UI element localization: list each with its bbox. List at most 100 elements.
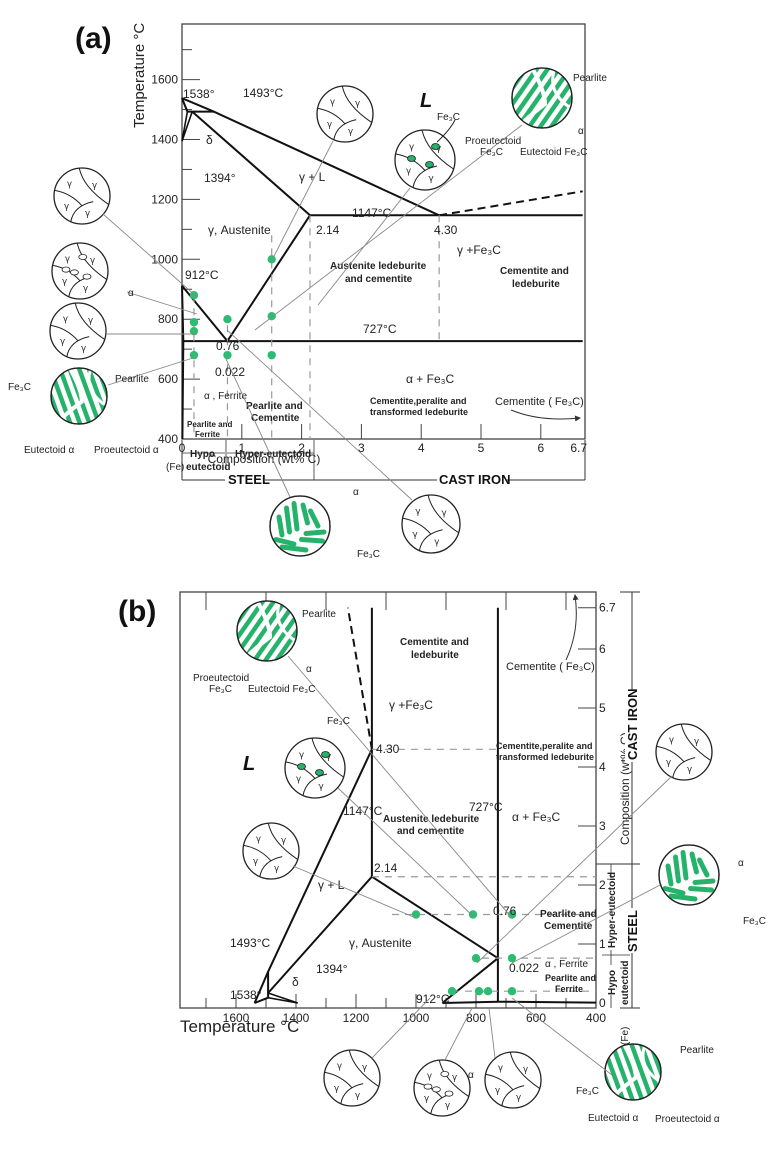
y-tick-label: 6 bbox=[599, 642, 606, 656]
sample-point bbox=[189, 291, 199, 300]
delta-boundary bbox=[181, 97, 193, 142]
fe3c-particle bbox=[315, 769, 324, 776]
b-label-cast-iron: CAST IRON bbox=[625, 689, 640, 761]
sample-point bbox=[189, 317, 199, 327]
fe3c-particle bbox=[425, 161, 434, 168]
label-proeutectoid-fe3c-b: Proeutectoid bbox=[193, 673, 249, 684]
leader-line bbox=[225, 358, 291, 498]
x-tick-label: 6 bbox=[537, 441, 544, 455]
grain-boundary bbox=[341, 85, 372, 123]
grain-circle bbox=[51, 242, 109, 300]
sample-point bbox=[189, 326, 199, 336]
cementite-liquidus-line bbox=[438, 190, 583, 217]
label-steel: STEEL bbox=[228, 472, 270, 487]
cementite-plate bbox=[662, 886, 686, 896]
label-912: 912°C bbox=[185, 268, 219, 282]
y-tick-label: 1000 bbox=[151, 252, 178, 266]
delta-boundary bbox=[254, 992, 299, 1004]
gamma-label: γ bbox=[81, 344, 87, 354]
label-pearlite-cementite-2: Cementite bbox=[251, 413, 300, 424]
gamma-label: γ bbox=[452, 1073, 458, 1083]
gamma-label: γ bbox=[445, 1101, 451, 1111]
grain-boundary bbox=[348, 1049, 379, 1087]
alpha-nucleus bbox=[82, 273, 92, 280]
grain-boundary bbox=[680, 723, 711, 761]
x-tick-label: 3 bbox=[358, 441, 365, 455]
grain-boundary bbox=[76, 242, 107, 280]
gamma-label: γ bbox=[441, 508, 447, 518]
grain-boundary bbox=[522, 68, 548, 123]
grain-boundary bbox=[267, 822, 298, 860]
label-alpha-a-left: α bbox=[128, 288, 134, 299]
alpha-solvus bbox=[181, 285, 185, 440]
panel-a-label: (a) bbox=[75, 22, 112, 55]
label-1147: 1147°C bbox=[352, 206, 392, 220]
label-pearlite-ferrite-2: Ferrite bbox=[195, 430, 220, 439]
b-label-pf-1: Pearlite and bbox=[545, 973, 596, 983]
x-tick-label: 6.7 bbox=[570, 441, 587, 455]
gamma-label: γ bbox=[498, 1063, 504, 1073]
micrograph-outline bbox=[236, 600, 298, 662]
gamma-label: γ bbox=[88, 316, 94, 326]
label-pearlite-a-top: Pearlite bbox=[573, 73, 607, 84]
label-liquid: L bbox=[420, 90, 432, 112]
label-1538: 1538° bbox=[183, 87, 215, 101]
gamma-label: γ bbox=[434, 537, 440, 547]
label-0-022: 0.022 bbox=[215, 365, 245, 379]
b-label-hypo: Hypo bbox=[607, 970, 618, 995]
cementite-plate bbox=[284, 505, 292, 535]
sample-point bbox=[507, 953, 517, 963]
gamma-label: γ bbox=[406, 167, 412, 177]
label-proeutectoid-fe3c-a2: Fe₃C bbox=[480, 147, 503, 158]
cementite-plate bbox=[665, 863, 674, 887]
y-tick-label: 800 bbox=[158, 312, 178, 326]
grain-boundary bbox=[427, 494, 459, 534]
y-tick-label: 400 bbox=[158, 432, 178, 446]
alpha-nucleus bbox=[78, 253, 88, 260]
micrograph-outline bbox=[269, 495, 331, 557]
grain-boundary bbox=[402, 517, 432, 535]
sample-point bbox=[507, 910, 517, 919]
grain-boundary bbox=[50, 324, 79, 342]
b-label-pc-2: Cementite bbox=[544, 921, 593, 932]
b-label-eutectoid: eutectoid bbox=[620, 961, 631, 1005]
leader-line bbox=[337, 787, 476, 919]
grain-circle bbox=[316, 85, 374, 143]
b-label-liquid: L bbox=[243, 753, 255, 775]
cementite-plate bbox=[273, 537, 297, 547]
label-pearlite-a-left: Pearlite bbox=[115, 374, 149, 385]
y-tick-label: 600 bbox=[158, 372, 178, 386]
label-delta: δ bbox=[206, 133, 213, 147]
alpha-nucleus bbox=[70, 269, 79, 276]
gamma-label: γ bbox=[256, 834, 262, 844]
leader-line bbox=[126, 291, 198, 315]
label-austenite-ledeburite-1: Austenite ledeburite bbox=[330, 261, 427, 272]
grain-boundary bbox=[509, 1051, 540, 1089]
grain-boundary bbox=[60, 368, 84, 420]
fe3c-particle bbox=[297, 763, 306, 770]
label-fe3c-grain: Fe₃C bbox=[437, 112, 460, 123]
y-tick-label: 2 bbox=[599, 878, 606, 892]
acm-line bbox=[371, 875, 499, 960]
y-tick-label: 1200 bbox=[151, 192, 178, 206]
panel-b-frame bbox=[179, 591, 597, 1009]
label-fe: (Fe) bbox=[166, 462, 184, 473]
x-tick-label: 800 bbox=[466, 1011, 486, 1025]
grain-circle bbox=[53, 167, 111, 225]
y-tick-label: 6.7 bbox=[599, 601, 616, 615]
sample-point bbox=[474, 987, 484, 996]
label-1493: 1493°C bbox=[243, 86, 283, 100]
b-label-gamma-liquid: γ + L bbox=[318, 878, 345, 892]
b-label-pf-2: Ferrite bbox=[555, 984, 583, 994]
leader-line bbox=[511, 884, 661, 964]
label-proeutectoid-fe3c-b2: Fe₃C bbox=[209, 684, 232, 695]
gamma-label: γ bbox=[83, 284, 89, 294]
leader-line bbox=[371, 997, 431, 1059]
gamma-label: γ bbox=[60, 337, 66, 347]
label-eutectoid-alpha-b: Eutectoid α bbox=[588, 1113, 638, 1124]
label-eutectoid-fe3c-b: Eutectoid Fe₃C bbox=[248, 684, 315, 695]
b-label-1493: 1493°C bbox=[230, 936, 270, 950]
fe3c-pointer bbox=[436, 119, 456, 143]
grain-boundary bbox=[672, 757, 696, 778]
b-label-2-14: 2.14 bbox=[374, 861, 398, 875]
